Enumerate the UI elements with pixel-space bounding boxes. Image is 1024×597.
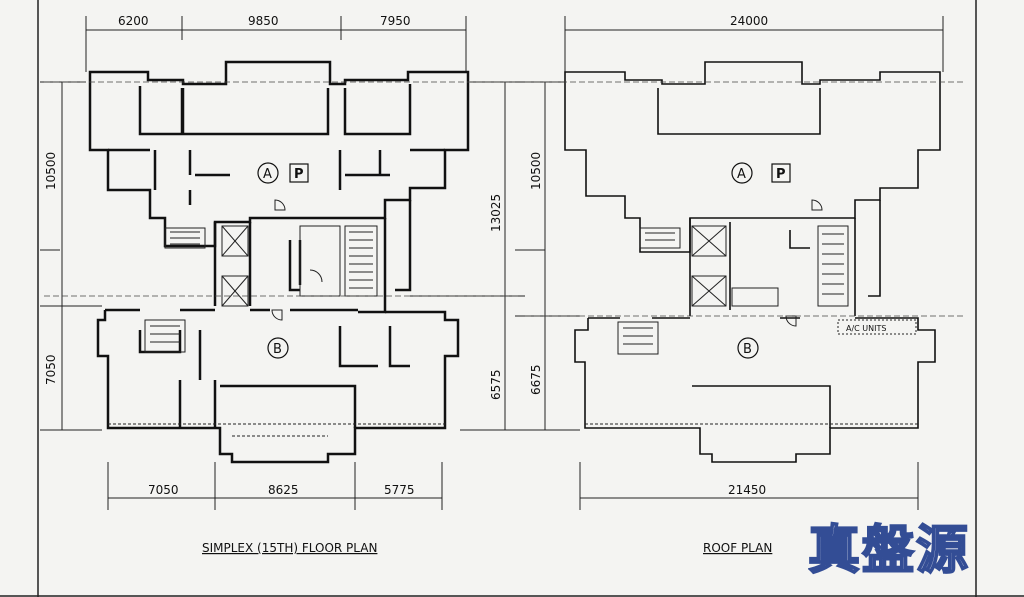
watermark-logo: 真盤源 — [807, 520, 971, 582]
simplex-right-dim-2: 6575 — [489, 369, 503, 400]
simplex-top-dimension — [85, 16, 467, 72]
simplex-right-dim-1: 13025 — [489, 194, 503, 232]
roof-left-dim-2: 6675 — [529, 364, 543, 395]
roof-bottom-dim: 21450 — [728, 483, 766, 497]
simplex-top-dim-2: 9850 — [248, 14, 279, 28]
simplex-top-dim-1: 6200 — [118, 14, 149, 28]
simplex-left-dim-2: 7050 — [44, 354, 58, 385]
simplex-left-dimension — [40, 81, 102, 431]
roof-plan: 24000 10500 6675 — [515, 14, 965, 555]
simplex-plan-title: SIMPLEX (15TH) FLOOR PLAN — [202, 541, 377, 555]
roof-parking-label: P — [776, 167, 786, 182]
simplex-parking-label: P — [294, 167, 304, 182]
roof-walls — [564, 61, 941, 463]
simplex-interior — [108, 199, 445, 437]
roof-plan-title: ROOF PLAN — [703, 541, 772, 555]
roof-bottom-dimension — [579, 462, 919, 510]
simplex-bottom-dim-1: 7050 — [148, 483, 179, 497]
roof-unit-a-label: A — [737, 167, 746, 182]
roof-unit-b-tag: B — [737, 337, 759, 359]
simplex-left-dim-1: 10500 — [44, 152, 58, 190]
simplex-top-dim-3: 7950 — [380, 14, 411, 28]
roof-unit-a-tag: A P — [731, 162, 791, 184]
roof-left-dim-1: 10500 — [529, 152, 543, 190]
simplex-plan: 6200 9850 7950 10500 7050 13025 6575 — [40, 14, 525, 555]
roof-top-dimension — [564, 16, 944, 72]
roof-ac-units-label: A/C UNITS — [846, 324, 886, 333]
simplex-unit-b-label: B — [273, 342, 282, 357]
simplex-bottom-dim-2: 8625 — [268, 483, 299, 497]
simplex-walls — [88, 60, 470, 464]
simplex-unit-a-label: A — [263, 167, 272, 182]
roof-left-dimension — [515, 81, 580, 431]
simplex-unit-a-tag: A P — [257, 162, 309, 184]
simplex-bottom-dim-3: 5775 — [384, 483, 415, 497]
simplex-bottom-dimension — [107, 462, 443, 510]
roof-top-dim: 24000 — [730, 14, 768, 28]
roof-grid — [525, 81, 965, 317]
simplex-grid — [44, 81, 520, 297]
roof-interior — [585, 199, 918, 425]
roof-unit-b-label: B — [743, 342, 752, 357]
simplex-unit-b-tag: B — [267, 337, 289, 359]
